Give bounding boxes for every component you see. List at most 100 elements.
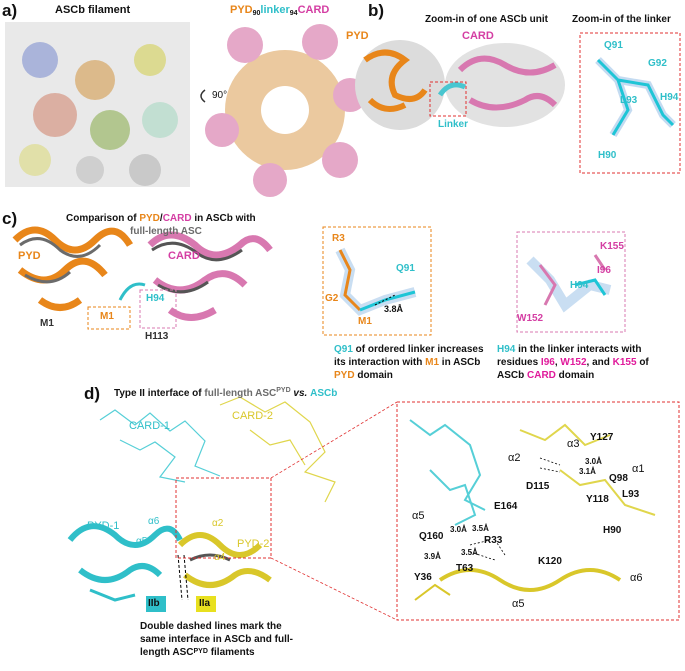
comparison-title-card: CARD bbox=[162, 213, 192, 224]
c-m1-label: M1 bbox=[40, 318, 54, 329]
linker-zoom-title: Zoom-in of the linker bbox=[572, 14, 671, 25]
d-title-fl: full-length ASC bbox=[204, 388, 277, 399]
d-a4-label: α4 bbox=[214, 552, 226, 563]
m1-highlight-box bbox=[87, 306, 131, 330]
linker-zoom-density bbox=[595, 57, 676, 138]
z-a3: α3 bbox=[567, 438, 580, 450]
d-a5-label: α5 bbox=[136, 536, 148, 547]
zoom-q91-box bbox=[322, 226, 432, 336]
rotation-arrow-icon bbox=[200, 89, 206, 103]
d-a6-label: α6 bbox=[148, 516, 160, 527]
unit-card-label: CARD bbox=[462, 30, 494, 42]
z-k120: K120 bbox=[538, 556, 562, 567]
caption2-k155: K155 bbox=[612, 357, 637, 368]
comparison-title-pre: Comparison of bbox=[66, 213, 140, 224]
z-a1: α1 bbox=[632, 463, 645, 475]
z-d3: 3.0Å bbox=[450, 525, 467, 534]
caption2-and: , and bbox=[586, 357, 613, 368]
unit-pyd-label: PYD bbox=[346, 30, 369, 42]
construct-label: PYD90linker94CARD bbox=[230, 4, 330, 17]
interface-zoom-structure bbox=[409, 419, 656, 601]
d-title-sup: PYD bbox=[276, 387, 291, 394]
caption1-d: domain bbox=[354, 370, 393, 381]
pyd2-label: PYD-2 bbox=[237, 538, 270, 550]
caption2-card: CARD bbox=[527, 370, 556, 381]
caption1-c: in ASCb bbox=[439, 357, 481, 368]
zoom-h94-density bbox=[526, 254, 612, 313]
construct-card: CARD bbox=[297, 4, 330, 16]
z-d4: 3.5Å bbox=[472, 524, 489, 533]
zoom2-h94: H94 bbox=[570, 280, 589, 291]
zoom-q91-density bbox=[335, 247, 417, 316]
caption2-of: of bbox=[636, 357, 649, 368]
zoom1-g2: G2 bbox=[325, 293, 339, 304]
c-h113-label: H113 bbox=[145, 331, 169, 342]
linker-zoom-box bbox=[579, 32, 681, 174]
caption1-m1: M1 bbox=[425, 357, 440, 368]
comparison-title-line2: full-length ASC bbox=[130, 226, 202, 237]
zoom-connector-bottom bbox=[270, 557, 398, 621]
caption2-h94: H94 bbox=[497, 344, 516, 355]
comparison-title-pyd: PYD bbox=[139, 213, 160, 224]
zoom2-i96: I96 bbox=[597, 265, 611, 276]
ascb-filament-title: ASCb filament bbox=[55, 4, 131, 16]
z-d115: D115 bbox=[526, 481, 550, 492]
c-card-label: CARD bbox=[168, 250, 200, 262]
c-h94-label: H94 bbox=[146, 293, 165, 304]
d-title-vs: vs. bbox=[290, 388, 311, 399]
z-y36: Y36 bbox=[414, 572, 432, 583]
h94-highlight-box bbox=[139, 289, 177, 329]
z-a5b: α5 bbox=[512, 598, 525, 610]
caption2-i96: I96 bbox=[540, 357, 555, 368]
iib-label: IIb bbox=[148, 598, 160, 609]
construct-pyd: PYD bbox=[230, 4, 253, 16]
panel-d-label: d) bbox=[84, 384, 101, 403]
caption2-d: domain bbox=[555, 370, 595, 381]
d-title-pre: Type II interface of bbox=[114, 388, 205, 399]
linker-highlight-box bbox=[429, 81, 467, 117]
caption1-q91: Q91 bbox=[334, 344, 353, 355]
caption-q91: Q91 of ordered linker increases its inte… bbox=[334, 343, 504, 382]
z-d6: 3.9Å bbox=[424, 552, 441, 561]
iia-label: IIa bbox=[199, 598, 211, 609]
construct-n1: 90 bbox=[252, 10, 261, 17]
caption2-w152: W152 bbox=[560, 357, 587, 368]
z-y127: Y127 bbox=[590, 432, 614, 443]
z-a5: α5 bbox=[412, 510, 425, 522]
interface-zoom-box bbox=[396, 401, 680, 621]
panel-c-label: c) bbox=[2, 209, 18, 228]
comparison-title: Comparison of PYD/CARD in ASCb with bbox=[66, 213, 296, 224]
zoom1-r3: R3 bbox=[332, 233, 345, 244]
z-y118: Y118 bbox=[586, 494, 609, 505]
type-ii-interface-structure bbox=[67, 396, 336, 602]
z-q98: Q98 bbox=[609, 473, 628, 484]
construct-linker: linker bbox=[260, 4, 290, 16]
comparison-title-slash: / bbox=[159, 213, 163, 224]
caption2-b: residues bbox=[497, 357, 541, 368]
caption2-c: ASCb bbox=[497, 370, 527, 381]
caption2-comma1: , bbox=[554, 357, 561, 368]
zoom2-w152: W152 bbox=[517, 313, 544, 324]
z-t63: T63 bbox=[456, 563, 474, 574]
z-h90: H90 bbox=[603, 525, 622, 536]
note-line1: Double dashed lines mark the bbox=[140, 621, 282, 632]
type-ii-title: Type II interface of full-length ASCPYD … bbox=[114, 387, 434, 399]
z-d1: 3.0Å bbox=[585, 457, 602, 466]
res-q91: Q91 bbox=[604, 40, 623, 51]
z-d5: 3.5Å bbox=[461, 548, 478, 557]
z-l93: L93 bbox=[622, 489, 640, 500]
zoom1-m1: M1 bbox=[358, 316, 372, 327]
caption1-pyd: PYD bbox=[334, 370, 355, 381]
zoom1-q91: Q91 bbox=[396, 263, 415, 274]
res-g92: G92 bbox=[648, 58, 667, 69]
zoom2-k155: K155 bbox=[600, 241, 624, 252]
res-l93: L93 bbox=[620, 95, 638, 106]
note-line2: same interface in ASCb and full- bbox=[140, 634, 293, 645]
panel-a-label: a) bbox=[2, 1, 18, 20]
zoom1-distance: 3.8Å bbox=[384, 304, 404, 314]
z-q160: Q160 bbox=[419, 531, 444, 542]
iia-swatch bbox=[196, 596, 216, 612]
z-a6: α6 bbox=[630, 572, 643, 584]
res-h94: H94 bbox=[660, 92, 679, 103]
